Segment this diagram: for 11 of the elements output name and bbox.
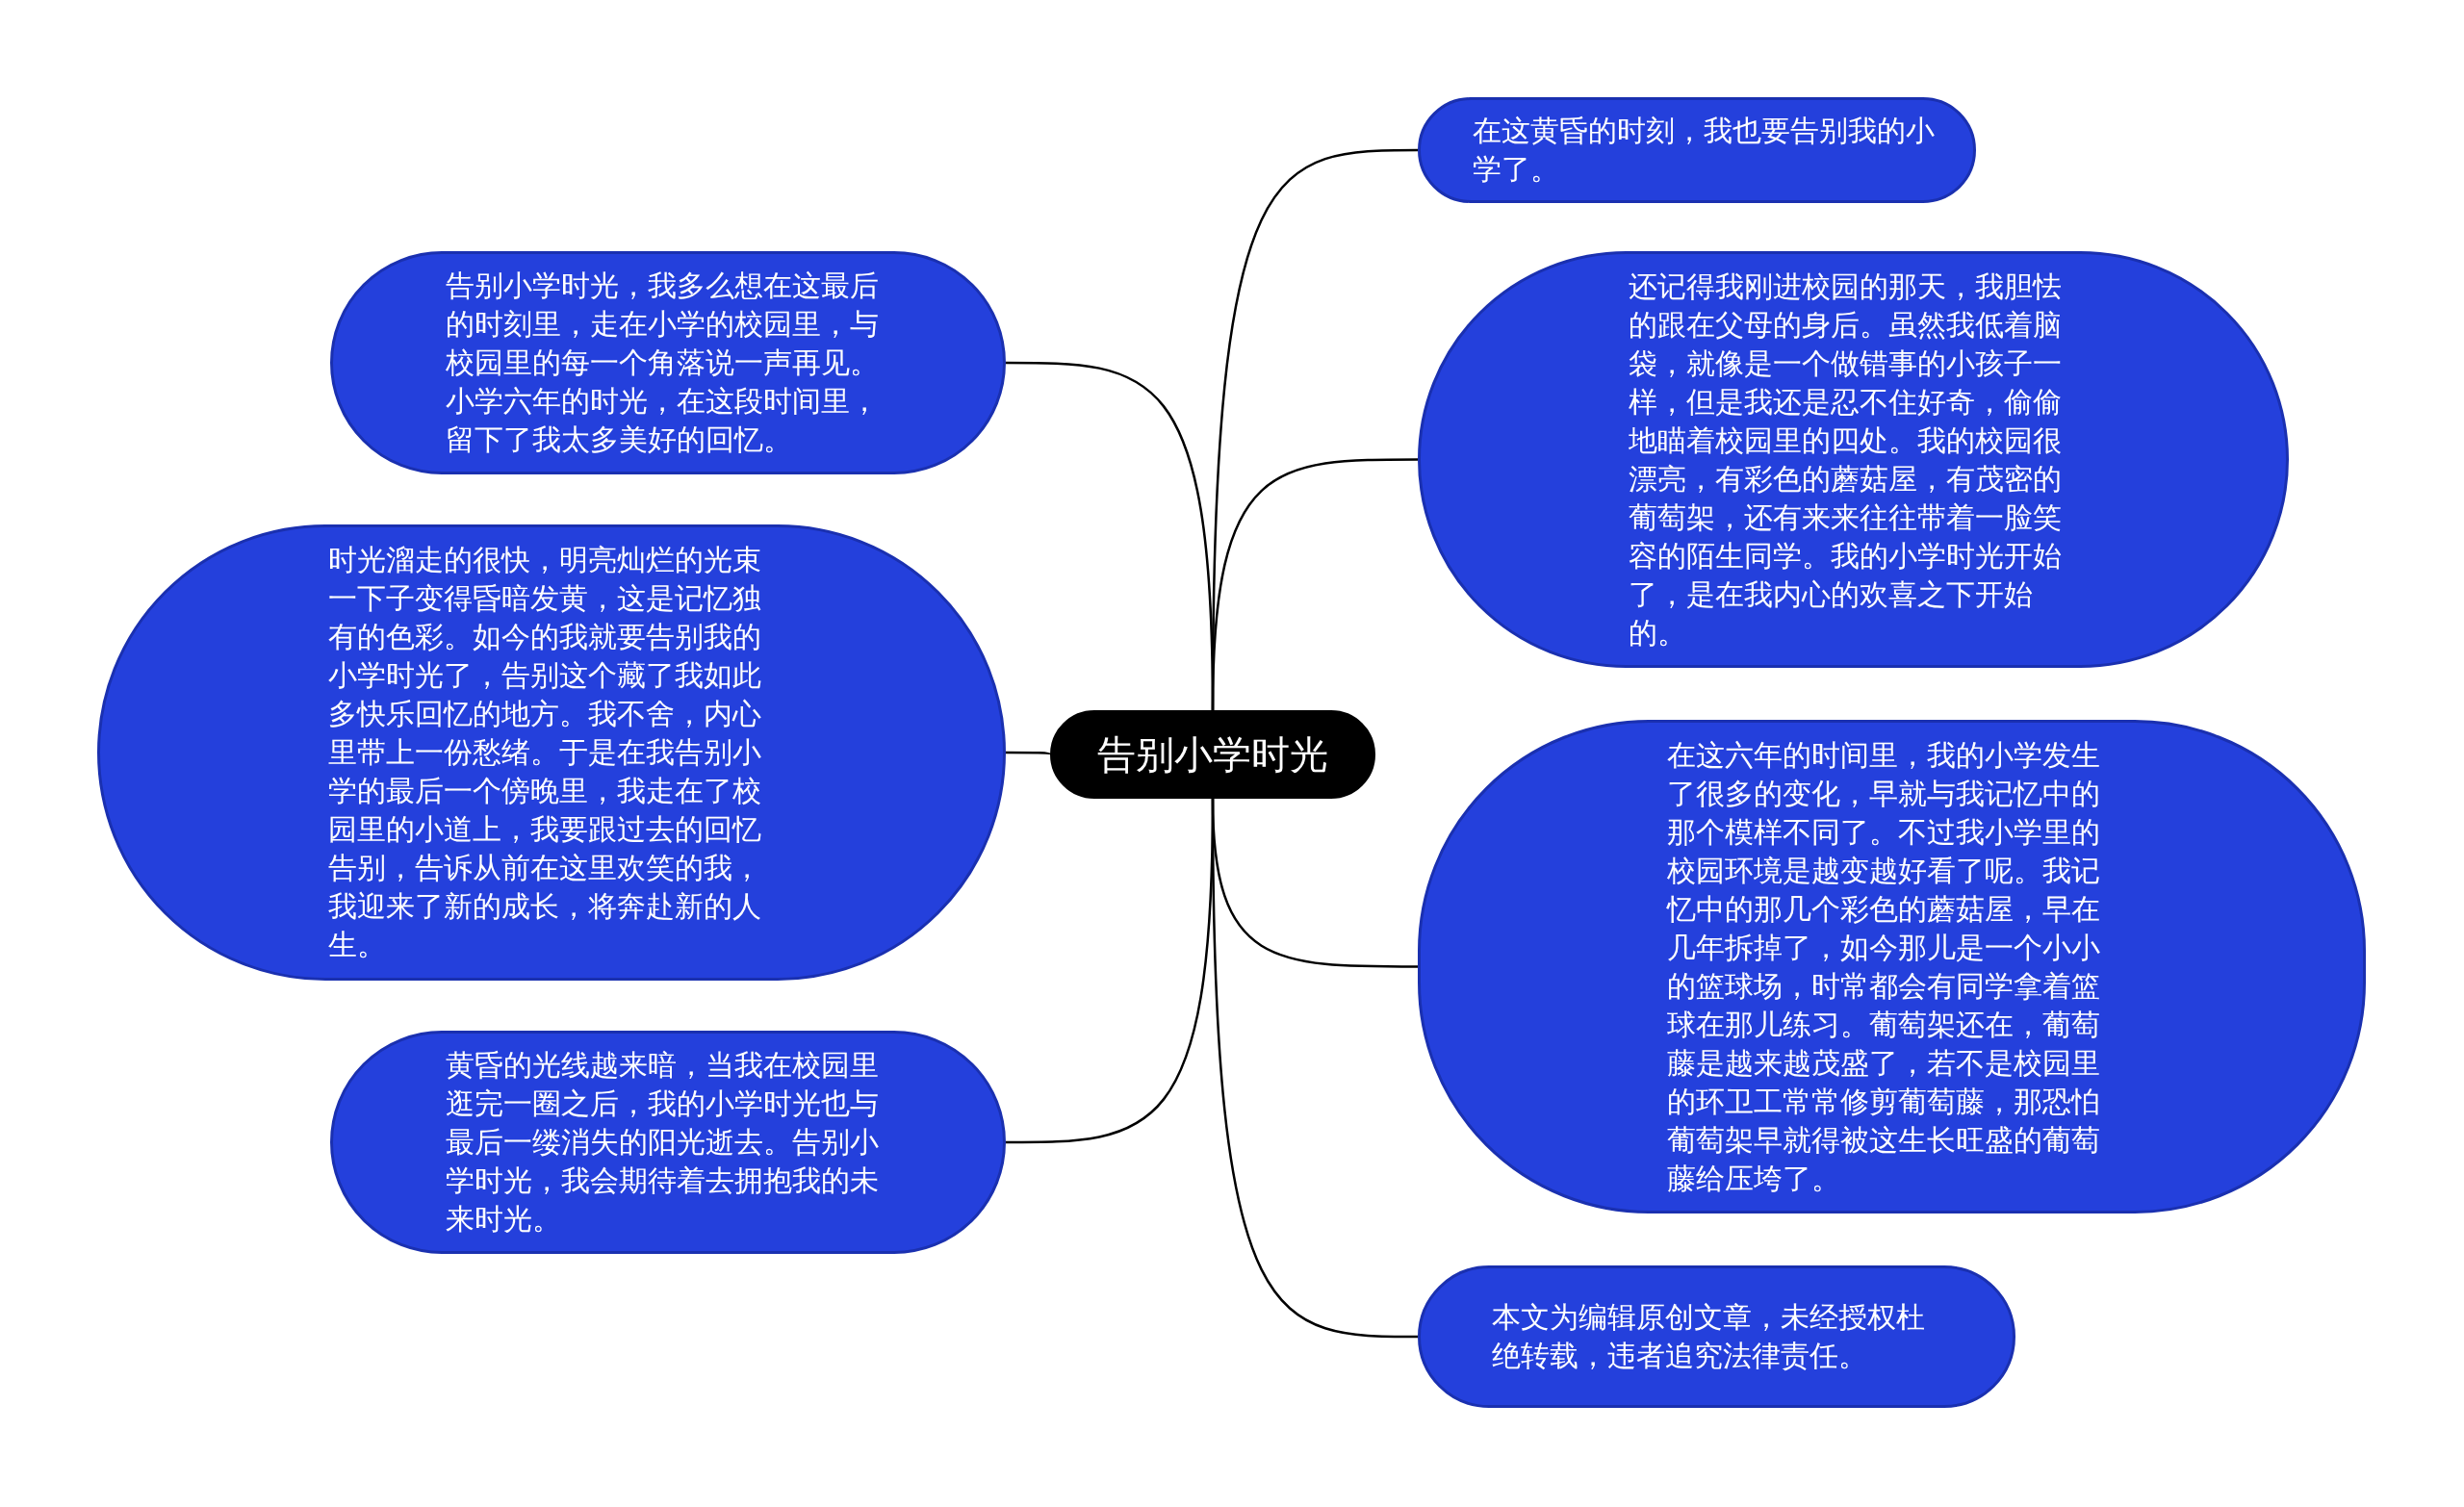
connector-line: [1211, 799, 1418, 1339]
node-text: 时光溜走的很快，明亮灿烂的光束一下子变得昏暗发黄，这是记忆独有的色彩。如今的我就要告别我的小学时光了，告别这个藏了我如此多快乐回忆的地方。我不舍，内心里带上一份愁绪。于是在我告别小学的最后一个傍晚里，我走在了校园里的小道上，我要跟过去的回忆告别，告诉从前在这里欢笑的我，我迎来了新的成长，将奔赴新的人生。: [328, 542, 762, 963]
node-text: 还记得我刚进校园的那天，我胆怯的跟在父母的身后。虽然我低着脑袋，就像是一个做错事的小孩子一样，但是我还是忍不住好奇，偷偷地瞄着校园里的四处。我的校园很漂亮，有彩色的蘑菇屋，有茂密的葡萄架，还有来来往往带着一脸笑容的陌生同学。我的小学时光开始了，是在我内心的欢喜之下开始的。: [1629, 268, 2063, 651]
connector-line: [1211, 458, 1418, 711]
node-text: 在这黄昏的时刻，我也要告别我的小学了。: [1473, 113, 1935, 188]
connector-line: [1006, 751, 1051, 756]
node-text: 告别小学时光: [1097, 731, 1328, 779]
node-text: 黄昏的光线越来暗，当我在校园里逛完一圈之后，我的小学时光也与最后一缕消失的阳光逝去。告别小学时光，我会期待着去拥抱我的未来时光。: [446, 1047, 880, 1238]
node-text: 在这六年的时间里，我的小学发生了很多的变化，早就与我记忆中的那个模样不同了。不过我小学里的校园环境是越变越好看了呢。我记忆中的那几个彩色的蘑菇屋，早在几年拆掉了，如今那儿是一个小小的篮球场，时常都会有同学拿着篮球在那儿练习。葡萄架还在，葡萄藤是越来越茂盛了，若不是校园里的环卫工常常修剪葡萄藤，那恐怕葡萄架早就得被这生长旺盛的葡萄藤给压垮了。: [1667, 736, 2101, 1197]
node-text: 告别小学时光，我多么想在这最后的时刻里，走在小学的校园里，与校园里的每一个角落说一声再见。小学六年的时光，在这段时间里，留下了我太多美好的回忆。: [446, 268, 880, 458]
node-text: 本文为编辑原创文章，未经授权杜绝转载，违者追究法律责任。: [1492, 1299, 1926, 1374]
